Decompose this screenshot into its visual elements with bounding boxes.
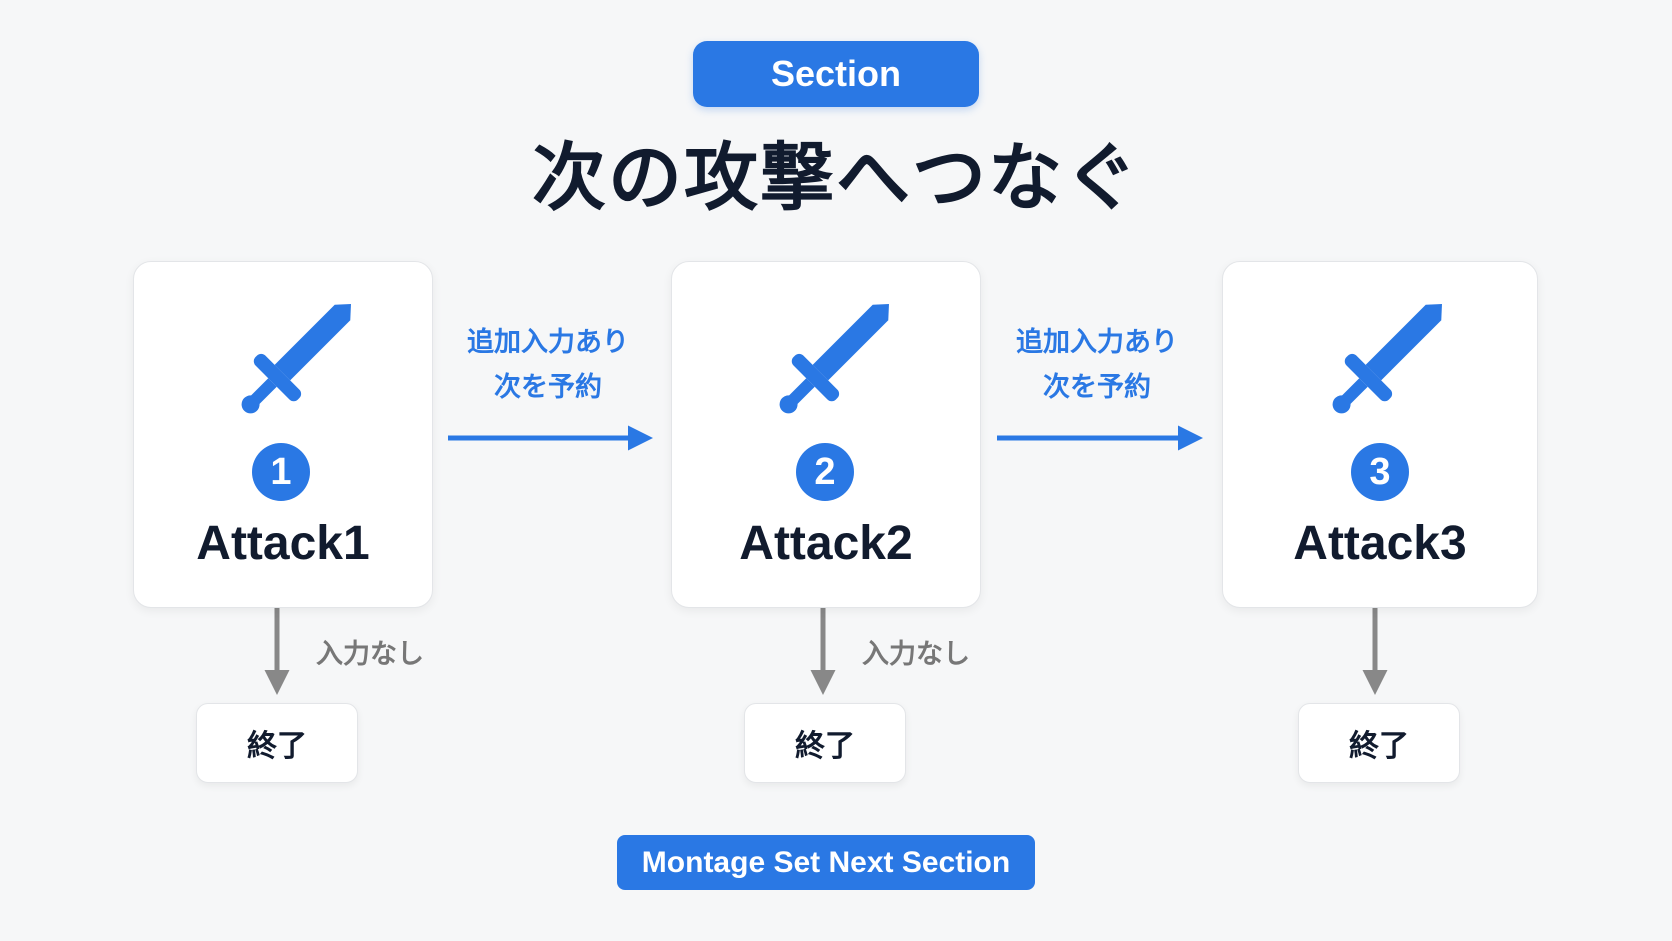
end-node-1: 終了 <box>196 703 358 783</box>
page-title: 次の攻撃へつなぐ <box>532 135 1140 221</box>
node-label: Attack1 <box>196 517 370 570</box>
edge-label-line1: 追加入力あり <box>1016 327 1178 358</box>
node-attack1: 1 Attack1 <box>133 261 433 608</box>
edge-label-none-2: 入力なし <box>862 639 970 670</box>
node-attack3: 3 Attack3 <box>1222 261 1538 608</box>
step-number-badge: 3 <box>1351 443 1409 501</box>
step-number-badge: 1 <box>252 443 310 501</box>
sword-icon <box>779 304 889 414</box>
edge-label-line2: 次を予約 <box>1043 372 1151 403</box>
edge-label-line1: 追加入力あり <box>467 327 629 358</box>
section-badge: Section <box>693 41 979 107</box>
node-label: Attack2 <box>739 517 913 570</box>
edge-label-next-1: 追加入力あり 次を予約 <box>448 320 648 410</box>
sword-icon <box>1332 304 1442 414</box>
edge-label-next-2: 追加入力あり 次を予約 <box>997 320 1197 410</box>
end-node-3: 終了 <box>1298 703 1460 783</box>
node-attack2: 2 Attack2 <box>671 261 981 608</box>
edge-label-none-1: 入力なし <box>316 639 424 670</box>
node-label: Attack3 <box>1293 517 1467 570</box>
step-number-badge: 2 <box>796 443 854 501</box>
footer-label: Montage Set Next Section <box>617 835 1035 890</box>
edge-label-line2: 次を予約 <box>494 372 602 403</box>
end-node-2: 終了 <box>744 703 906 783</box>
sword-icon <box>241 304 351 414</box>
